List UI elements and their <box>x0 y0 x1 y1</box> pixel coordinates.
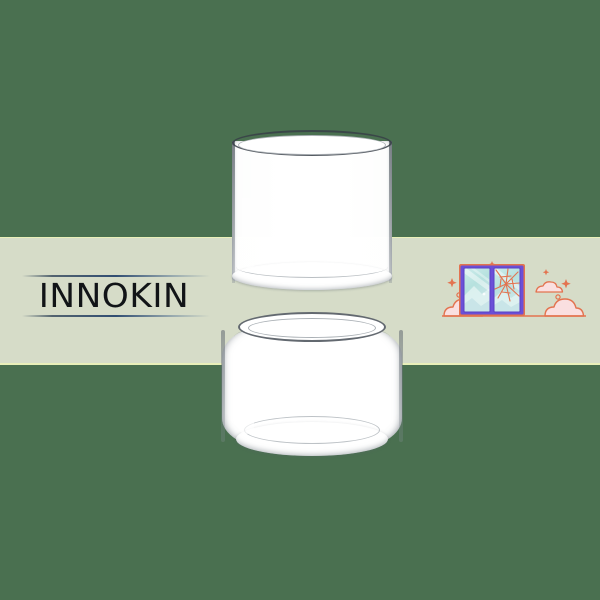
bulb-rim-inner <box>248 318 376 338</box>
crack-icon <box>494 268 520 302</box>
bulb-base-ring <box>244 416 380 444</box>
logo-rule-bottom <box>22 315 210 317</box>
cloud-icon <box>535 281 564 293</box>
four-point-sparkle-icon <box>542 269 550 276</box>
bubble-glass-tube <box>220 312 404 464</box>
bulb-highlight <box>238 346 254 434</box>
four-point-sparkle-icon <box>561 279 571 289</box>
tube-highlight <box>242 152 256 268</box>
brand-name: INNOKIN <box>38 276 190 315</box>
bulb-left-wall <box>221 330 225 442</box>
tube-rim-inner <box>238 135 386 155</box>
cloud-icon <box>544 298 585 317</box>
four-point-sparkle-icon <box>447 278 457 288</box>
logo-rule-top <box>22 275 210 277</box>
tube-rim-outer <box>232 130 392 156</box>
straight-glass-tube <box>232 130 392 290</box>
tube-base-line <box>236 256 388 278</box>
tube-right-wall <box>389 141 392 283</box>
innokin-logo: INNOKIN <box>14 272 214 326</box>
dot-icon <box>555 294 561 300</box>
broken-window-illustration <box>440 256 588 332</box>
window-icon <box>459 263 525 316</box>
bulb-right-wall <box>399 330 403 442</box>
tube-left-wall <box>232 141 235 283</box>
